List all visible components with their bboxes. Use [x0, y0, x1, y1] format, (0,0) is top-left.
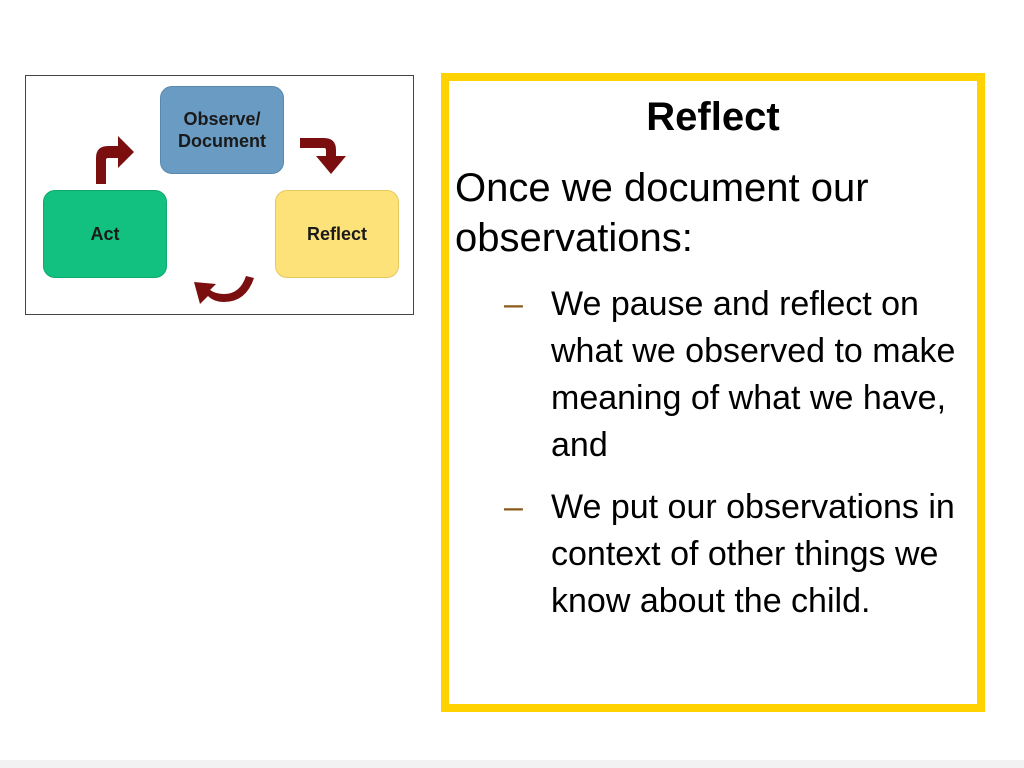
- cycle-diagram: Observe/ Document Act Reflect: [25, 75, 414, 315]
- reflect-label: Reflect: [306, 224, 368, 244]
- reflect-text-box: Reflect Once we document our observation…: [441, 73, 985, 712]
- act-label: Act: [90, 224, 120, 244]
- bullet-text: We pause and reflect on what we observed…: [551, 285, 956, 464]
- intro-text: Once we document our observations:: [455, 166, 869, 260]
- curved-arrow-down-icon: [194, 276, 254, 304]
- bullet-text: We put our observations in context of ot…: [551, 488, 955, 620]
- act-node: Act: [43, 190, 167, 278]
- footer-strip: [0, 760, 1024, 768]
- dash-bullet-icon: –: [504, 285, 523, 323]
- reflect-node: Reflect: [275, 190, 399, 278]
- reflect-heading: Reflect: [646, 95, 780, 139]
- observe-document-node: Observe/ Document: [160, 86, 284, 174]
- dash-bullet-icon: –: [504, 488, 523, 526]
- curved-arrow-up-icon: [96, 136, 134, 184]
- curved-arrow-right-icon: [300, 138, 346, 174]
- observe-document-label: Observe/ Document: [177, 109, 266, 151]
